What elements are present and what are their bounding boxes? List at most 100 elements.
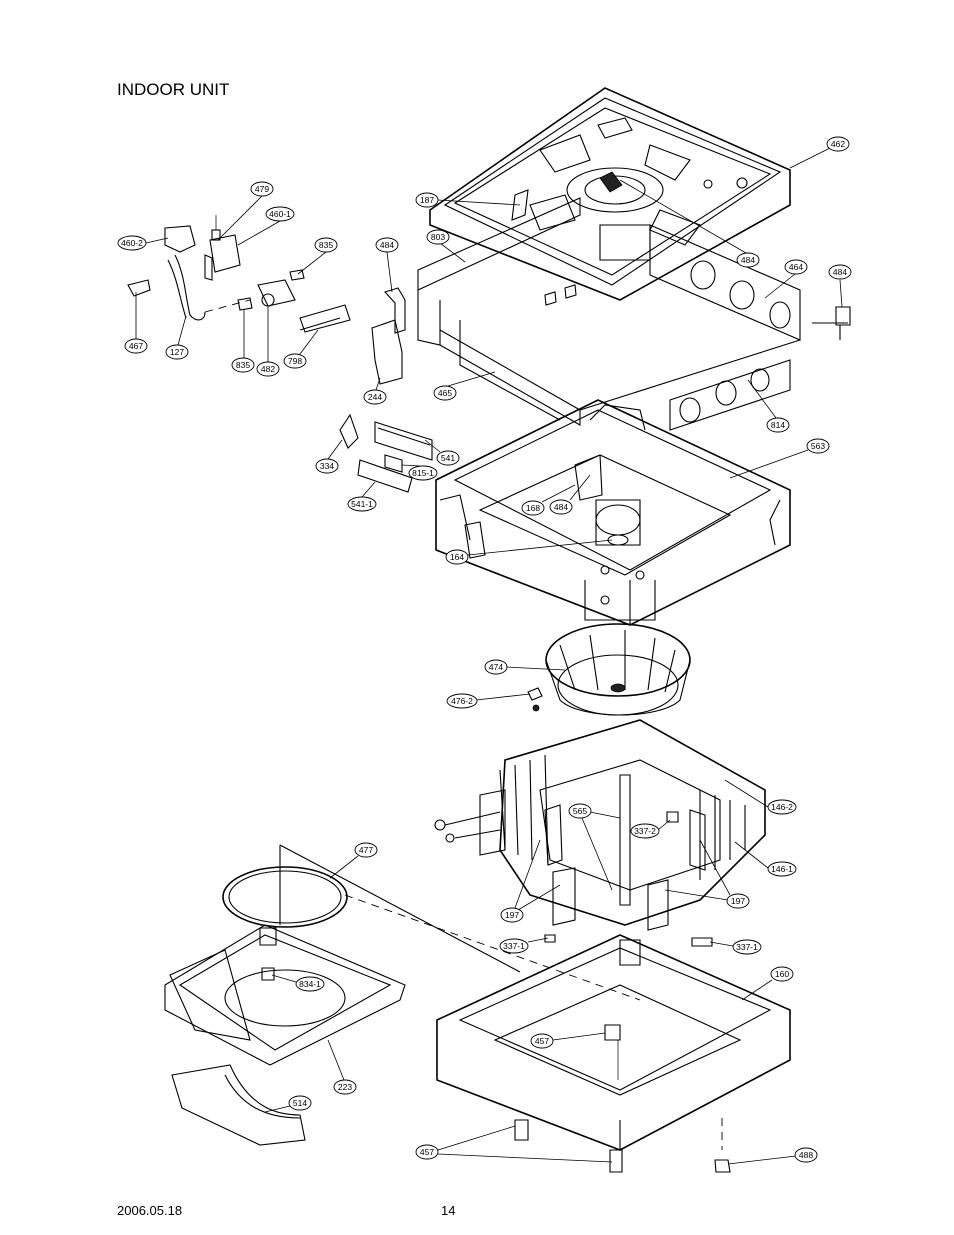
svg-text:146-2: 146-2 (771, 802, 793, 812)
drain-parts-drawing (339, 413, 433, 493)
callout-484-right: 484 (828, 264, 852, 280)
fan-drawing (527, 623, 691, 716)
callout-565: 565 (568, 803, 592, 819)
callout-160: 160 (770, 966, 794, 982)
callout-477: 477 (354, 842, 378, 858)
callout-146-2: 146-2 (767, 799, 797, 815)
svg-text:460-1: 460-1 (269, 209, 291, 219)
svg-text:474: 474 (489, 662, 503, 672)
svg-text:482: 482 (261, 364, 275, 374)
callout-803: 803 (426, 229, 450, 245)
callout-464: 464 (784, 259, 808, 275)
callout-474: 474 (484, 659, 508, 675)
svg-text:798: 798 (288, 356, 302, 366)
grille-drawing (164, 844, 641, 1146)
svg-text:457: 457 (535, 1036, 549, 1046)
svg-text:565: 565 (573, 806, 587, 816)
front-panel-drawing (436, 934, 791, 1173)
small-parts-drawing (127, 215, 351, 333)
callout-223: 223 (333, 1079, 357, 1095)
callout-514: 514 (288, 1095, 312, 1111)
callout-457-center: 457 (530, 1033, 554, 1049)
svg-text:476-2: 476-2 (451, 696, 473, 706)
callout-835-top: 835 (314, 237, 338, 253)
callout-465: 465 (433, 385, 457, 401)
svg-text:334: 334 (320, 461, 334, 471)
heat-exchanger-drawing (434, 719, 766, 947)
bracket-left-drawing (371, 287, 406, 385)
svg-text:187: 187 (420, 195, 434, 205)
callout-835-bottom: 835 (231, 357, 255, 373)
svg-text:160: 160 (775, 969, 789, 979)
callout-484-top: 484 (736, 252, 760, 268)
svg-text:164: 164 (450, 552, 464, 562)
callout-334: 334 (315, 458, 339, 474)
svg-text:815-1: 815-1 (412, 468, 434, 478)
svg-text:244: 244 (368, 392, 382, 402)
callout-467: 467 (124, 338, 148, 354)
callout-482: 482 (256, 361, 280, 377)
svg-text:563: 563 (811, 441, 825, 451)
callout-462: 462 (826, 136, 850, 152)
svg-text:460-2: 460-2 (121, 238, 143, 248)
svg-text:477: 477 (359, 845, 373, 855)
svg-text:835: 835 (236, 360, 250, 370)
svg-text:464: 464 (789, 262, 803, 272)
callout-244: 244 (363, 389, 387, 405)
callout-337-1-right: 337-1 (732, 939, 762, 955)
svg-text:514: 514 (293, 1098, 307, 1108)
callout-146-1: 146-1 (767, 861, 797, 877)
callout-798: 798 (283, 353, 307, 369)
svg-text:197: 197 (731, 896, 745, 906)
callout-541-1: 541-1 (347, 496, 377, 512)
frame-drawing (417, 197, 801, 431)
svg-text:337-1: 337-1 (503, 941, 525, 951)
svg-text:484: 484 (380, 240, 394, 250)
callout-488: 488 (794, 1147, 818, 1163)
callout-484-left: 484 (375, 237, 399, 253)
svg-text:541: 541 (441, 453, 455, 463)
drain-pan-drawing (435, 399, 791, 626)
callout-457-bottom: 457 (415, 1144, 439, 1160)
svg-text:484: 484 (741, 255, 755, 265)
callout-197-left: 197 (500, 907, 524, 923)
callout-164: 164 (445, 549, 469, 565)
callout-460-2: 460-2 (117, 235, 147, 251)
callout-460-1: 460-1 (265, 206, 295, 222)
bracket-right-drawing (812, 306, 851, 340)
page-number: 14 (441, 1203, 456, 1218)
callout-834-1: 834-1 (295, 976, 325, 992)
svg-text:484: 484 (554, 502, 568, 512)
svg-text:834-1: 834-1 (299, 979, 321, 989)
svg-text:484: 484 (833, 267, 847, 277)
callout-814: 814 (766, 417, 790, 433)
callout-815-1: 815-1 (408, 465, 438, 481)
callout-337-1-left: 337-1 (499, 938, 529, 954)
svg-text:337-1: 337-1 (736, 942, 758, 952)
page-title: INDOOR UNIT (117, 80, 230, 99)
svg-text:337-2: 337-2 (634, 826, 656, 836)
callout-127: 127 (165, 344, 189, 360)
svg-text:146-1: 146-1 (771, 864, 793, 874)
callout-541: 541 (436, 450, 460, 466)
footer-date: 2006.05.18 (117, 1203, 183, 1218)
callout-484-motor: 484 (549, 499, 573, 515)
top-panel-drawing (429, 87, 791, 301)
svg-text:197: 197 (505, 910, 519, 920)
svg-text:803: 803 (431, 232, 445, 242)
callout-479: 479 (250, 181, 274, 197)
callout-168: 168 (521, 500, 545, 516)
svg-text:223: 223 (338, 1082, 352, 1092)
svg-text:835: 835 (319, 240, 333, 250)
callout-563: 563 (806, 438, 830, 454)
callout-476-2: 476-2 (446, 693, 478, 709)
svg-text:467: 467 (129, 341, 143, 351)
callout-197-right: 197 (726, 893, 750, 909)
svg-text:127: 127 (170, 347, 184, 357)
callout-187: 187 (415, 192, 439, 208)
callout-337-2: 337-2 (630, 823, 660, 839)
svg-text:168: 168 (526, 503, 540, 513)
svg-text:457: 457 (420, 1147, 434, 1157)
